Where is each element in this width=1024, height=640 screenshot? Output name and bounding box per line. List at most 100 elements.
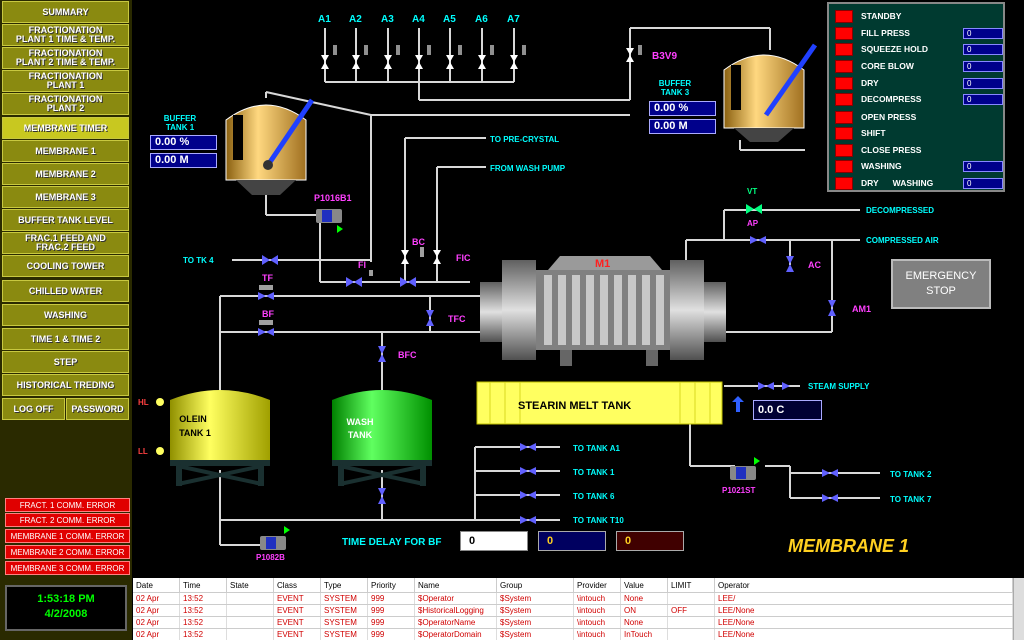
to-tk4-label: TO TK 4 [183, 256, 214, 265]
ac-label: AC [808, 260, 821, 270]
membrane-press-m1 [480, 256, 726, 366]
buffer-tank1-label-b: TANK 1 [166, 123, 195, 132]
nav-buffer-tank-level[interactable]: BUFFER TANK LEVEL [2, 209, 129, 231]
cell: \intouch [573, 604, 621, 617]
col-group[interactable]: Group [496, 578, 574, 593]
am1-label: AM1 [852, 304, 871, 314]
col-type[interactable]: Type [320, 578, 368, 593]
olein-label-b: TANK 1 [179, 428, 211, 438]
to-pre-crystal-label: TO PRE-CRYSTAL [490, 135, 559, 144]
nav-membrane-timer[interactable]: MEMBRANE TIMER [2, 117, 129, 139]
col-value[interactable]: Value [620, 578, 668, 593]
nav-frac2-time-temp[interactable]: FRACTIONATION PLANT 2 TIME & TEMP. [2, 47, 129, 69]
time-delay-input-2[interactable]: 0 [538, 531, 606, 551]
cell: 02 Apr [133, 616, 180, 629]
compressed-air-label: COMPRESSED AIR [866, 236, 939, 245]
nav-frac-plant1[interactable]: FRACTIONATION PLANT 1 [2, 70, 129, 92]
status-led [835, 26, 853, 40]
buffer-tank-1 [225, 98, 315, 195]
nav-frac1-time-temp[interactable]: FRACTIONATION PLANT 1 TIME & TEMP. [2, 24, 129, 46]
cell: EVENT [273, 592, 321, 605]
clock-date: 4/2/2008 [44, 608, 88, 620]
decompressed-label: DECOMPRESSED [866, 206, 934, 215]
nav-membrane2[interactable]: MEMBRANE 2 [2, 163, 129, 185]
stearin-temp-readout: 0.0 C [753, 400, 822, 420]
fi-label: FI [358, 260, 366, 270]
cell: $System [496, 628, 574, 640]
nav-frac-feed[interactable]: FRAC.1 FEED AND FRAC.2 FEED [2, 232, 129, 254]
cell: \intouch [573, 616, 621, 629]
vt-label: VT [747, 187, 757, 196]
logoff-button[interactable]: LOG OFF [2, 398, 65, 420]
navigation-sidebar: SUMMARY FRACTIONATION PLANT 1 TIME & TEM… [0, 0, 132, 640]
status-standby: STANDBY [835, 9, 1003, 23]
hl-indicator [156, 398, 164, 406]
status-led [835, 159, 853, 173]
alarm-table-scrollbar[interactable] [1013, 578, 1024, 640]
emergency-stop-button[interactable]: EMERGENCY STOP [891, 259, 991, 309]
p1082b-label: P1082B [256, 553, 285, 562]
password-button[interactable]: PASSWORD [66, 398, 129, 420]
valve-a6-label: A6 [475, 14, 488, 25]
time-delay-label: TIME DELAY FOR BF [342, 537, 441, 548]
tank1-percent-readout: 0.00 % [150, 135, 217, 150]
col-date[interactable]: Date [133, 578, 180, 593]
status-led [835, 143, 853, 157]
nav-time1-time2[interactable]: TIME 1 & TIME 2 [2, 328, 129, 350]
nav-frac-plant2[interactable]: FRACTIONATION PLANT 2 [2, 93, 129, 115]
col-state[interactable]: State [226, 578, 274, 593]
col-name[interactable]: Name [414, 578, 497, 593]
tfc-label: TFC [448, 314, 466, 324]
time-delay-input-1[interactable]: 0 [460, 531, 528, 551]
error-membrane2: MEMBRANE 2 COMM. ERROR [5, 545, 130, 559]
nav-summary[interactable]: SUMMARY [2, 1, 129, 23]
cell: 02 Apr [133, 628, 180, 640]
cell: 999 [367, 628, 415, 640]
col-priority[interactable]: Priority [367, 578, 415, 593]
status-led [835, 92, 853, 106]
nav-historical-trending[interactable]: HISTORICAL TREDING [2, 374, 129, 396]
cell: $HistoricalLogging [414, 604, 497, 617]
cell: SYSTEM [320, 604, 368, 617]
cell: None [620, 616, 668, 629]
cell [226, 592, 274, 605]
nav-membrane1[interactable]: MEMBRANE 1 [2, 140, 129, 162]
clock-time: 1:53:18 PM [37, 593, 95, 605]
time-delay-input-3[interactable]: 0 [616, 531, 684, 551]
nav-chilled-water[interactable]: CHILLED WATER [2, 280, 129, 302]
nav-membrane3[interactable]: MEMBRANE 3 [2, 186, 129, 208]
col-operator[interactable]: Operator [714, 578, 1013, 593]
col-time[interactable]: Time [179, 578, 227, 593]
to-tank-7-label: TO TANK 7 [890, 495, 932, 504]
nav-step[interactable]: STEP [2, 351, 129, 373]
col-class[interactable]: Class [273, 578, 321, 593]
col-provider[interactable]: Provider [573, 578, 621, 593]
cell: \intouch [573, 628, 621, 640]
cell: OFF [667, 604, 715, 617]
cell [667, 592, 715, 605]
nav-washing[interactable]: WASHING [2, 304, 129, 326]
alarm-table-header: Date Time State Class Type Priority Name… [133, 578, 1013, 593]
cell: LEE/ [714, 592, 1013, 605]
status-led [835, 59, 853, 73]
pump-p1021st[interactable] [730, 457, 760, 480]
cell: 999 [367, 604, 415, 617]
cell: $Operator [414, 592, 497, 605]
buffer-tank1-label-a: BUFFER [164, 114, 197, 123]
nav-cooling-tower[interactable]: COOLING TOWER [2, 255, 129, 277]
status-shift: SHIFT [835, 126, 1003, 140]
pump-p1016b1[interactable] [316, 209, 343, 233]
col-limit[interactable]: LIMIT [667, 578, 715, 593]
cell: $OperatorDomain [414, 628, 497, 640]
pump-p1082b[interactable] [260, 526, 290, 550]
